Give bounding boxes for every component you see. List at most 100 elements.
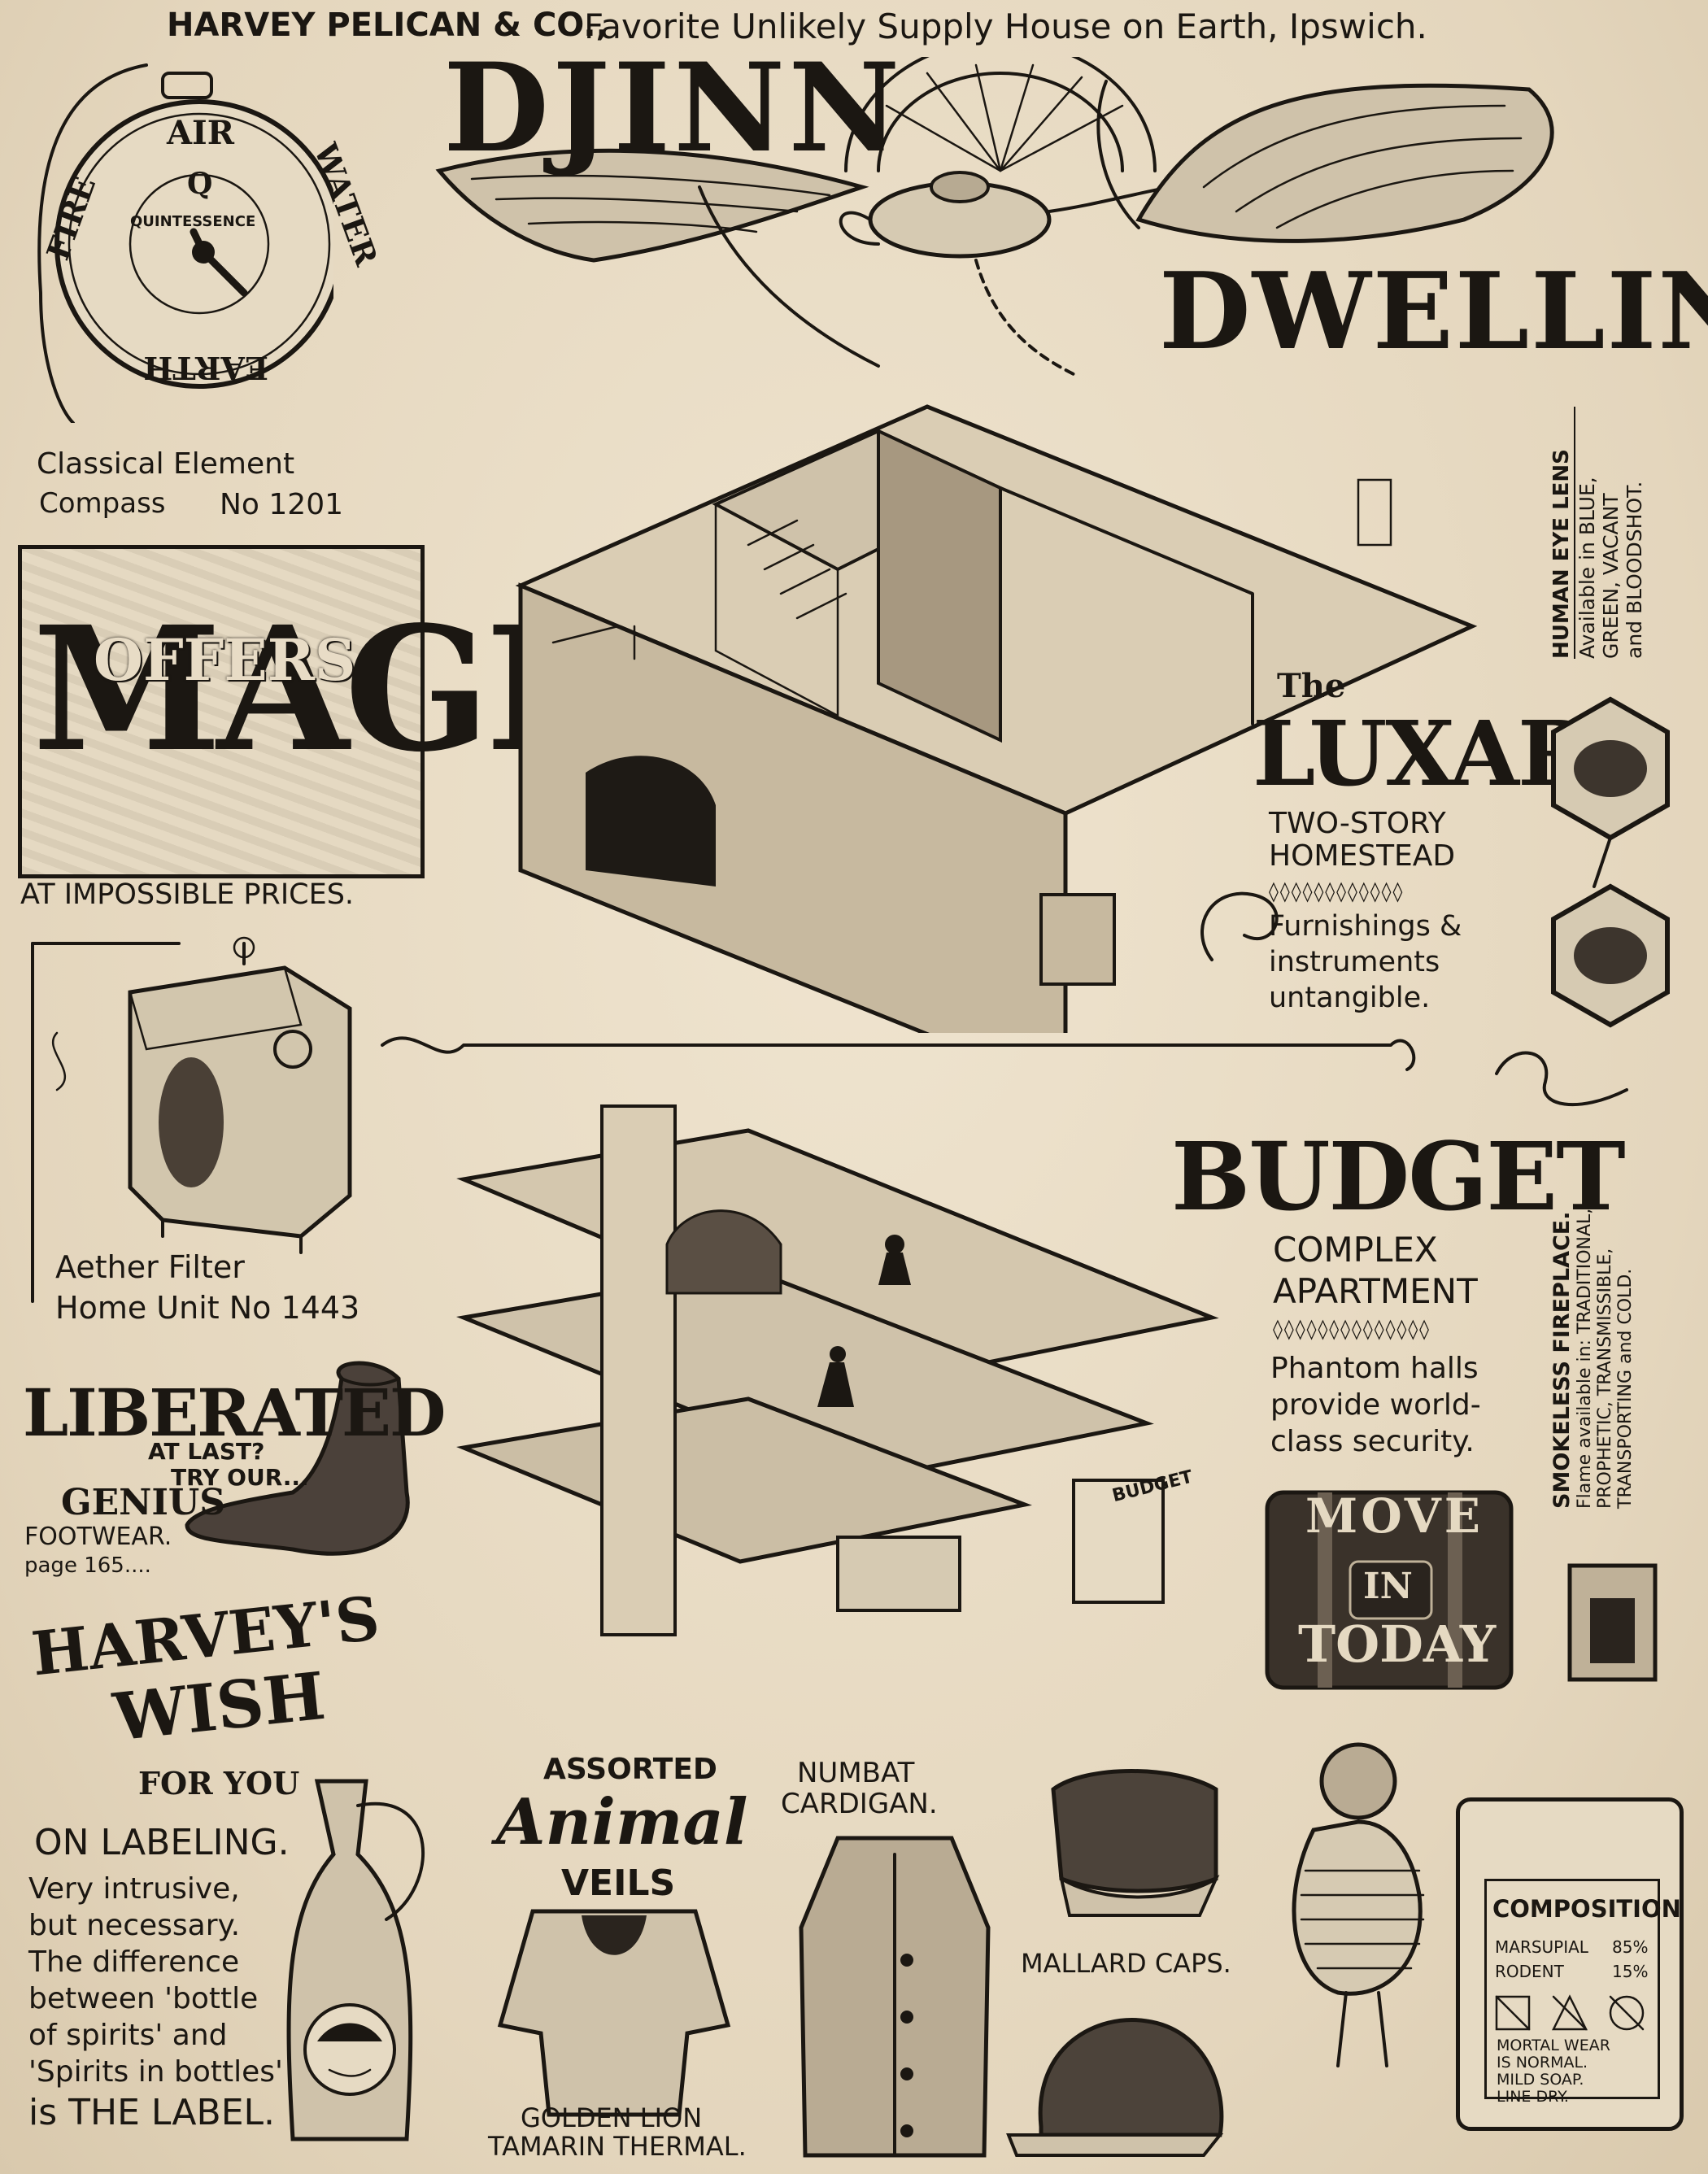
composition-note-line: LINE DRY. (1497, 2087, 1569, 2106)
wish-body-line: The difference (28, 1945, 240, 1979)
composition-note-line: IS NORMAL. (1497, 2053, 1588, 2072)
wish-body-line: of spirits' and (28, 2019, 228, 2052)
fireplace-line3: PROPHETIC, TRANSMISSIBLE, (1595, 1248, 1615, 1509)
liberated-page: page 165.... (24, 1553, 151, 1578)
budget-body: Phantom halls provide world- class secur… (1270, 1350, 1481, 1460)
liberated-line1: AT LAST? (148, 1438, 265, 1465)
fireplace-icon (1567, 1563, 1658, 1682)
luxar-divider: ◊◊◊◊◊◊◊◊◊◊◊◊ (1269, 880, 1405, 903)
composition-row2-value: 15% (1612, 1962, 1649, 1981)
budget-body-line: provide world- (1270, 1388, 1481, 1422)
mallard-cap-bottom-icon (1006, 2018, 1224, 2157)
eye-lens-line4: and BLOODSHOT. (1623, 481, 1646, 659)
compass-caption-line1: Classical Element (37, 447, 295, 481)
move-line3: TODAY (1298, 1614, 1497, 1674)
composition-title: COMPOSITION (1492, 1895, 1681, 1923)
budget-name: BUDGET (1171, 1122, 1626, 1232)
wish-body: Very intrusive, but necessary. The diffe… (28, 1871, 283, 2135)
luxar-name: LUXAR (1253, 701, 1592, 806)
liberated-product: FOOTWEAR. (24, 1523, 172, 1551)
aether-line2: Home Unit No 1443 (55, 1290, 360, 1326)
luxar-sub1: TWO-STORY (1269, 807, 1446, 840)
wish-line3: FOR YOU (138, 1765, 300, 1802)
magic-panel (18, 545, 425, 878)
compass-caption-line2: Compass (39, 487, 166, 520)
title-djinn: DJINN (443, 37, 904, 180)
flourish-icon (1200, 891, 1279, 961)
care-symbols-icon (1495, 1994, 1645, 2031)
numbat-line2: CARDIGAN. (781, 1788, 938, 1820)
boot-icon (185, 1361, 410, 1556)
composition-note-line: MILD SOAP. (1497, 2070, 1584, 2089)
budget-divider: ◊◊◊◊◊◊◊◊◊◊◊◊◊◊ (1273, 1318, 1431, 1340)
luxar-body-line: Furnishings & (1269, 910, 1462, 943)
compass-earth: EARTH (143, 350, 268, 386)
wish-body-line: but necessary. (28, 1909, 241, 1942)
eye-lens-text: HUMAN EYE LENS Available in BLUE, GREEN,… (1549, 407, 1708, 659)
aether-filter-icon (31, 936, 352, 1303)
move-line2: IN (1363, 1566, 1413, 1607)
luxar-body-line: untangible. (1269, 981, 1431, 1014)
composition-tag (1456, 1797, 1684, 2131)
composition-note-line: MORTAL WEAR (1497, 2037, 1610, 2054)
tamarin-line1: GOLDEN LION (521, 2102, 703, 2133)
eye-lens-line3: GREEN, VACANT (1599, 493, 1623, 659)
compass-air: AIR (167, 114, 234, 152)
title-dwelling: DWELLING (1159, 249, 1708, 373)
fireplace-line1: SMOKELESS FIREPLACE. (1549, 1211, 1575, 1510)
left-wing-icon (435, 148, 880, 368)
composition-row1-value: 85% (1612, 1937, 1649, 1957)
wish-body-line: between 'bottle (28, 1982, 259, 2015)
budget-body-line: Phantom halls (1270, 1352, 1479, 1385)
bottle-icon (286, 1779, 425, 2141)
composition-row1-label: MARSUPIAL (1495, 1937, 1588, 1957)
right-wing-icon (1096, 80, 1554, 243)
eye-lens-line1: HUMAN EYE LENS (1549, 407, 1575, 659)
budget-sub2: APARTMENT (1273, 1271, 1478, 1311)
compass-center-word: QUINTESSENCE (130, 213, 256, 230)
eye-lens-icon (1551, 696, 1670, 1028)
wish-body-line: is THE LABEL. (28, 2092, 275, 2133)
wish-body-line: 'Spirits in bottles' (28, 2055, 283, 2089)
title-art (435, 57, 1554, 376)
veils-line1: ASSORTED (543, 1753, 717, 1786)
tagline: Favorite Unlikely Supply House on Earth,… (584, 7, 1427, 46)
wish-subhead: ON LABELING. (34, 1822, 290, 1863)
composition-row2-label: RODENT (1495, 1962, 1564, 1981)
numbat-cardigan-icon (799, 1836, 991, 2158)
liberated-brand: GENIUS (61, 1482, 226, 1523)
numbat-line1: NUMBAT (797, 1757, 915, 1789)
magic-caption: AT IMPOSSIBLE PRICES. (20, 878, 355, 911)
figure-icon (1292, 1742, 1425, 2067)
sunburst-icon (844, 57, 1157, 172)
liberated-headline: LIBERATED (23, 1375, 446, 1451)
genie-lamp-icon (839, 171, 1222, 376)
luxar-the: The (1277, 667, 1346, 705)
trunk-icon (1265, 1490, 1514, 1690)
luxar-sub2: HOMESTEAD (1269, 839, 1456, 873)
luxar-body-line: instruments (1269, 945, 1440, 978)
magic-offers: OFFERS (94, 626, 356, 694)
compass-number: No 1201 (220, 488, 344, 521)
budget-body-line: class security. (1270, 1425, 1475, 1458)
luxar-body: Furnishings & instruments untangible. (1269, 909, 1462, 1016)
compass-icon (37, 63, 333, 423)
wish-body-line: Very intrusive, (28, 1872, 240, 1906)
liberated-line2: TRY OUR... (171, 1464, 309, 1491)
flourish-icon (1495, 1051, 1628, 1107)
fireplace-text: SMOKELESS FIREPLACE. Flame available in:… (1549, 1167, 1708, 1509)
company-name: HARVEY PELICAN & CO., (167, 7, 608, 44)
veils-line2: Animal (496, 1785, 748, 1859)
veils-line3: VEILS (561, 1862, 676, 1904)
budget-building-illustration (455, 1104, 1219, 1636)
composition-inner (1484, 1879, 1660, 2099)
eye-lens-line2: Available in BLUE, (1575, 477, 1599, 659)
fireplace-line4: TRANSPORTING and COLD. (1615, 1268, 1636, 1509)
fireplace-line2: Flame available in: TRADITIONAL, (1575, 1208, 1595, 1509)
mallard-label: MALLARD CAPS. (1021, 1948, 1231, 1979)
divider-line (381, 1036, 1416, 1071)
tamarin-line2: TAMARIN THERMAL. (488, 2131, 747, 2162)
compass-center-letter: Q (187, 167, 213, 201)
tamarin-thermal-icon (497, 1909, 731, 2117)
